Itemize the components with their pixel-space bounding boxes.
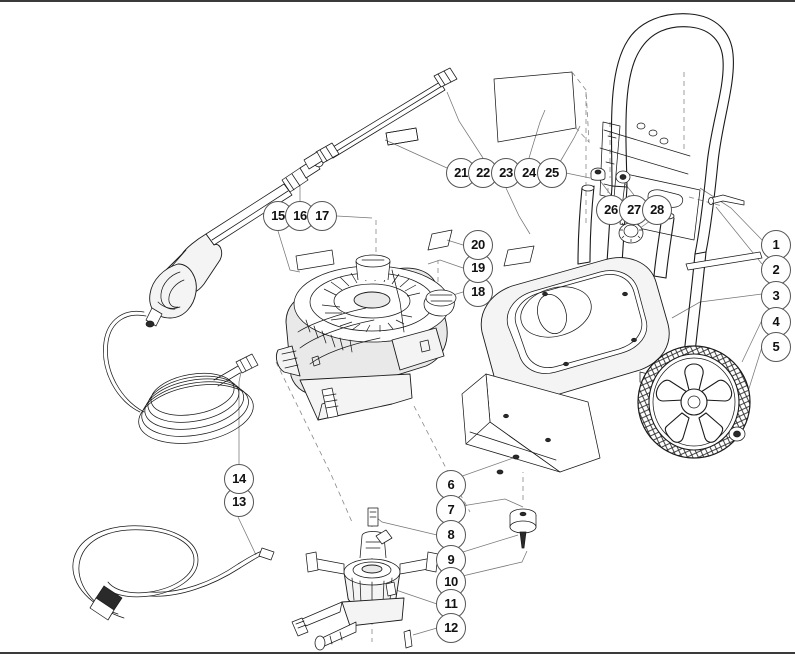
callout-22[interactable]: 22 [468,158,498,188]
engine-assembly [275,254,457,421]
wheel [637,345,751,459]
callout-25[interactable]: 25 [537,158,567,188]
high-pressure-hose [103,310,259,444]
callout-14[interactable]: 14 [224,464,254,494]
callout-2[interactable]: 2 [761,255,791,285]
chassis-base [461,184,675,473]
garden-hose [72,525,275,621]
loose-fasteners [367,454,537,597]
callout-5[interactable]: 5 [761,332,791,362]
callout-12[interactable]: 12 [436,613,466,643]
label-plates [295,127,535,271]
callout-7[interactable]: 7 [436,495,466,525]
lance-tube [303,67,458,170]
decal-label [493,71,590,144]
callout-20[interactable]: 20 [463,230,493,260]
callout-28[interactable]: 28 [642,195,672,225]
handle-fasteners [590,167,763,271]
callout-17[interactable]: 17 [307,201,337,231]
pump-assembly [291,529,439,651]
callout-6[interactable]: 6 [436,470,466,500]
